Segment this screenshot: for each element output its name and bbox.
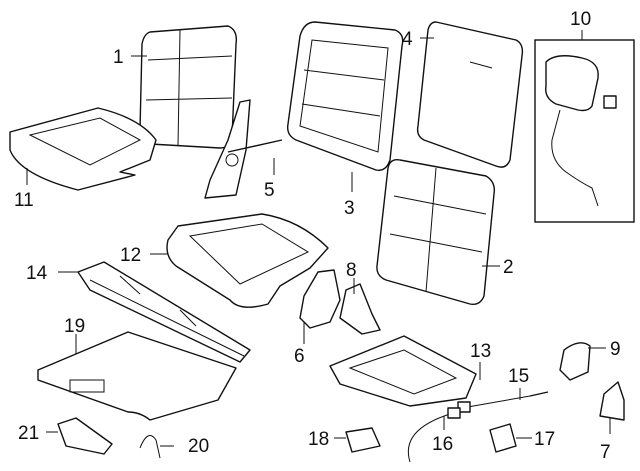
part-bottom-bracket[interactable]: [57, 417, 113, 455]
callout-6: 6: [294, 346, 305, 367]
part-headrest-assembly[interactable]: [545, 55, 617, 207]
callout-15: 15: [508, 366, 529, 387]
part-latch[interactable]: [489, 423, 517, 453]
part-release-strap[interactable]: [408, 407, 461, 463]
part-base-frame[interactable]: [329, 335, 477, 407]
part-seat-back-pad[interactable]: [376, 158, 496, 306]
part-trim-panel[interactable]: [559, 342, 591, 381]
callout-3: 3: [344, 198, 355, 219]
part-seat-cushion-cover[interactable]: [9, 107, 157, 191]
part-side-shield[interactable]: [599, 381, 625, 421]
callout-18: 18: [308, 429, 329, 450]
callout-17: 17: [534, 429, 555, 450]
part-clip[interactable]: [139, 435, 161, 459]
part-back-panel[interactable]: [416, 21, 524, 168]
callout-1: 1: [113, 47, 124, 68]
part-reinforcement[interactable]: [339, 283, 381, 335]
part-seat-back-frame[interactable]: [286, 21, 404, 171]
callout-13: 13: [470, 341, 491, 362]
callout-5: 5: [264, 180, 275, 201]
part-seat-back-cover[interactable]: [139, 25, 238, 149]
callout-12: 12: [120, 245, 141, 266]
callout-2: 2: [503, 257, 514, 278]
callout-14: 14: [26, 263, 48, 284]
part-side-bracket[interactable]: [299, 269, 341, 329]
part-hinge-bracket[interactable]: [204, 99, 283, 199]
part-floor-panel[interactable]: [37, 331, 237, 421]
callout-21: 21: [18, 423, 39, 444]
callout-20: 20: [188, 436, 209, 457]
callout-11: 11: [14, 190, 34, 211]
part-switch[interactable]: [345, 427, 381, 453]
callout-8: 8: [346, 260, 357, 281]
part-seat-track[interactable]: [77, 261, 251, 363]
headrest-inset-box: [534, 39, 635, 223]
callout-16: 16: [432, 434, 453, 455]
part-release-cable[interactable]: [457, 391, 549, 413]
callout-19: 19: [64, 316, 85, 337]
callout-7: 7: [600, 442, 611, 463]
callout-10: 10: [570, 9, 591, 30]
callout-4: 4: [402, 29, 413, 50]
part-seat-cushion-pad[interactable]: [166, 213, 329, 308]
callout-9: 9: [610, 339, 621, 360]
